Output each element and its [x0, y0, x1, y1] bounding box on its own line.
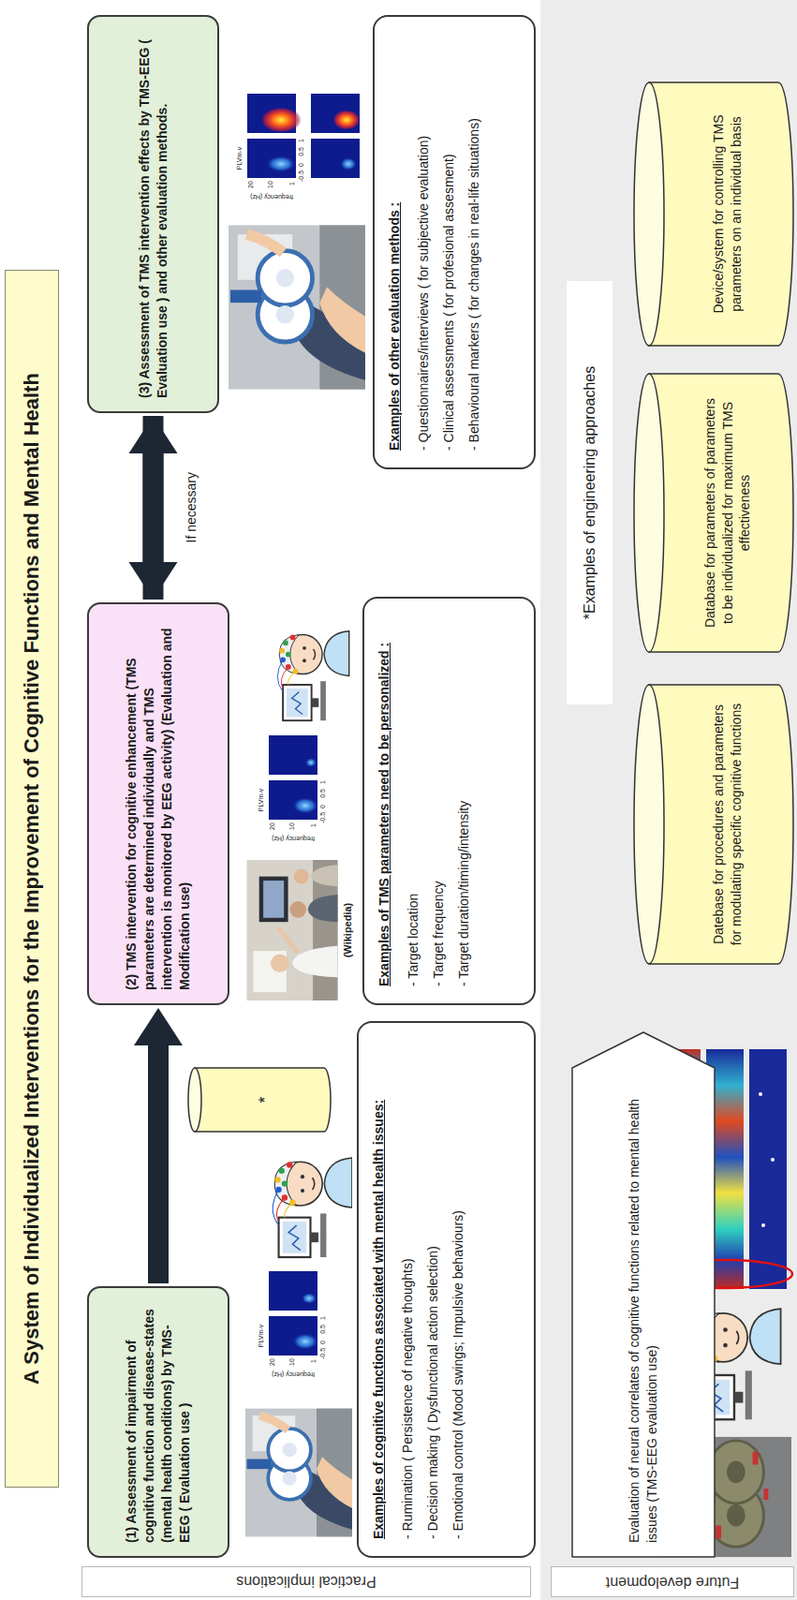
axis-label: frequency (Hz)	[271, 835, 315, 842]
node-text: (2) TMS intervention for cognitive enhan…	[122, 617, 194, 990]
node-text: *Examples of engineering approaches	[581, 366, 599, 620]
list-item: - Rumination ( Persistence of negative t…	[398, 1039, 417, 1539]
axis-label: 0.5	[297, 147, 305, 157]
edge-label: If necessary	[183, 469, 199, 546]
axis-label: 1	[309, 1358, 317, 1363]
note-box: *Examples of engineering approaches	[566, 280, 613, 705]
node-text: Evaluation of neural correlates of cogni…	[625, 1075, 662, 1543]
axis-label: PLVm-v	[236, 147, 243, 170]
axis-label: 1	[319, 1315, 326, 1320]
list-item: - Decision making ( Dysfunctional action…	[424, 1039, 443, 1539]
callout-shape	[571, 1030, 716, 1558]
axis-label: PLVm-v	[257, 1324, 265, 1347]
arrow-head	[129, 415, 178, 454]
callout-box: Evaluation of neural correlates of cogni…	[571, 1030, 716, 1558]
callout-outline	[572, 1032, 715, 1557]
node-text: Future development	[605, 1573, 739, 1591]
axis-label: 10	[288, 822, 296, 830]
node-text: Datebase for procedures and parameters f…	[709, 702, 746, 946]
list-heading: Examples of cognitive functions associat…	[369, 1039, 388, 1539]
flow-arrow	[129, 415, 178, 600]
title-box: A System of Individualized Interventions…	[4, 269, 60, 1488]
cylinder-cap	[634, 373, 665, 652]
examples-box: Examples of cognitive functions associat…	[356, 1020, 536, 1558]
node-text: (1) Assessment of impairment of cognitiv…	[122, 1300, 194, 1543]
axis-label: -0.5	[319, 811, 326, 824]
list-heading: Examples of TMS parameters need to be pe…	[375, 615, 394, 987]
arrow-head	[129, 561, 178, 600]
axis-label: frequency (Hz)	[271, 1371, 315, 1378]
arrow-head	[133, 1007, 183, 1046]
axis-label: 0	[319, 804, 326, 809]
cylinder-body	[649, 684, 794, 964]
cylinder-cap	[634, 684, 665, 964]
database-cylinder: *	[187, 1066, 332, 1133]
cylinder-body	[649, 82, 794, 346]
list-item: - Target frequency	[429, 615, 448, 987]
axis-label: 10	[266, 180, 274, 189]
flow-arrow	[129, 415, 178, 600]
axis-label: 1	[297, 138, 305, 143]
axis-label: 20	[247, 180, 254, 189]
examples-box: Examples of other evaluation methods : - …	[372, 14, 536, 470]
section-label: Future development	[550, 1565, 795, 1597]
list-item: - Behavioural markers ( for changes in r…	[465, 33, 484, 451]
axis-label: 0.5	[319, 788, 326, 798]
arrow-shaft	[147, 1045, 169, 1284]
list-item: - Clinical assessments ( for profesional…	[440, 33, 458, 451]
axis-label: 20	[268, 822, 276, 830]
cylinder-cap	[634, 82, 665, 346]
list-item: - Questionnaires/interviews ( for subjec…	[414, 33, 433, 451]
axis-label: 1	[319, 780, 326, 784]
axis-label: 0	[297, 162, 305, 167]
node-text: Database for parameters of parameters to…	[701, 391, 755, 635]
cylinder-body	[649, 373, 794, 652]
axis-label: 1	[309, 823, 317, 827]
process-box: (1) Assessment of impairment of cognitiv…	[87, 1285, 230, 1558]
cylinder-body	[194, 1067, 331, 1132]
axis-label: PLVm-v	[257, 788, 265, 812]
section-label: Practical implications	[81, 1565, 532, 1597]
process-box: (3) Assessment of TMS intervention effec…	[87, 14, 220, 414]
list-item: - Target duration/timing/intensity	[455, 615, 473, 987]
database-cylinder: Database for parameters of parameters to…	[633, 372, 795, 653]
list-heading: Examples of other evaluation methods :	[385, 33, 404, 451]
node-text: Practical implications	[236, 1572, 376, 1590]
axis-label: frequency (Hz)	[250, 193, 294, 201]
arrow-shaft	[143, 453, 164, 600]
axis-label: 20	[268, 1357, 276, 1366]
examples-box: Examples of TMS parameters need to be pe…	[362, 596, 536, 1005]
database-cylinder: Device/system for controlling TMS parame…	[633, 81, 795, 347]
node-text: (3) Assessment of TMS intervention effec…	[135, 29, 172, 399]
axis-label: -0.5	[319, 1347, 326, 1359]
list-item: - Emotional control (Mood swings; Impuls…	[449, 1039, 468, 1539]
axis-label: 0	[319, 1340, 326, 1344]
cylinder-cap	[188, 1067, 202, 1132]
database-cylinder: Datebase for procedures and parameters f…	[633, 683, 795, 965]
axis-label: 10	[288, 1357, 296, 1366]
node-text: Device/system for controlling TMS parame…	[709, 100, 746, 328]
axis-label: 0.5	[319, 1324, 326, 1334]
process-box: (2) TMS intervention for cognitive enhan…	[87, 602, 230, 1005]
node-text: *	[253, 1096, 277, 1104]
arrow-shaft	[143, 415, 164, 562]
list-item: - Target location	[404, 615, 423, 987]
title-text: A System of Individualized Interventions…	[19, 372, 45, 1385]
axis-label: -0.5	[297, 170, 305, 182]
photo-credit: (Wikipedia)	[342, 902, 354, 959]
flow-arrow	[133, 1007, 183, 1284]
axis-label: 1	[288, 181, 296, 186]
